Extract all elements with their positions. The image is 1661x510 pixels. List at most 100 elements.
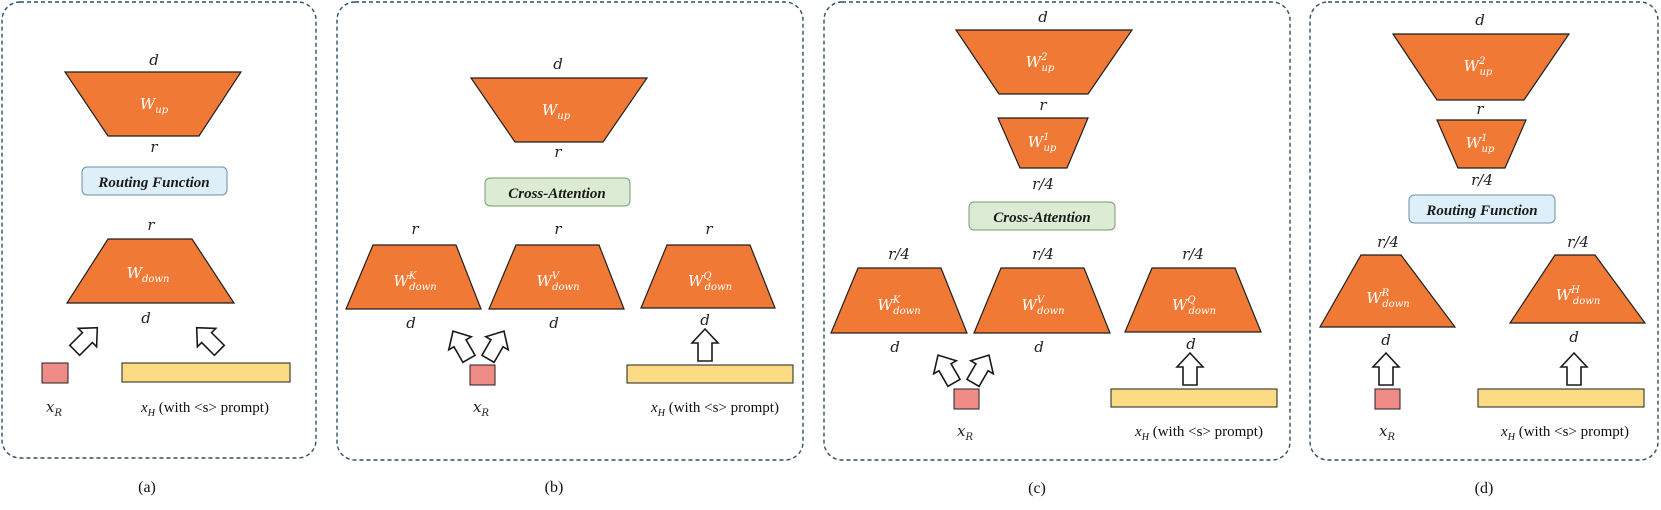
w-up2-top-dim: d: [1475, 11, 1485, 29]
w-down-h-trapezoid: [1508, 254, 1647, 324]
xr-label: xR: [1379, 422, 1395, 443]
w-up-trapezoid: [63, 71, 243, 137]
caption-c: (c): [1028, 480, 1046, 497]
cross-attention-box: [968, 201, 1116, 231]
xr-block: [41, 362, 69, 384]
panel-b-border: [336, 1, 804, 461]
xr-label: xR: [46, 398, 62, 419]
xh-label: xH (with <s> prompt): [140, 400, 269, 419]
panel-d-border: [1309, 1, 1659, 461]
xh-bar: [626, 364, 794, 384]
hollow-arrow-icon: [925, 347, 967, 391]
xr-label: xR: [473, 398, 489, 419]
routing-function-box: [1408, 194, 1556, 224]
w-down-v-top-dim: r/4: [1032, 245, 1054, 263]
xh-bar: [121, 362, 291, 383]
w-down-label: Wdown: [127, 264, 170, 285]
routing-function-label: Routing Function: [97, 175, 209, 191]
caption-a: (a): [138, 479, 156, 496]
w-up1-trapezoid: [997, 117, 1089, 169]
w-down-k-bottom-dim: d: [890, 338, 900, 356]
mid-dim: r: [1039, 96, 1047, 114]
routing-function-label: Routing Function: [1425, 203, 1537, 219]
caption-d: (d): [1475, 480, 1494, 497]
hollow-arrow-icon: [186, 317, 230, 361]
w-down-k-trapezoid: [345, 244, 482, 310]
w-up-top-dim: d: [149, 51, 159, 69]
w-down-k-trapezoid: [830, 267, 968, 334]
xh-label: xH (with <s> prompt): [1500, 424, 1629, 443]
w-down-trapezoid: [65, 238, 236, 304]
hollow-arrow-icon: [475, 323, 517, 367]
w-down-h-top-dim: r/4: [1567, 233, 1589, 251]
w-down-top-dim: r: [147, 216, 155, 234]
xh-label: xH (with <s> prompt): [650, 400, 779, 419]
w-up2-top-dim: d: [1038, 8, 1048, 26]
hollow-arrow-icon: [1560, 352, 1588, 386]
w-down-r-trapezoid: [1318, 254, 1457, 328]
xr-label: xR: [957, 422, 973, 443]
w-up-label: Wup: [542, 101, 571, 122]
w-down-k-bottom-dim: d: [406, 314, 416, 332]
panel-a: d Wup r Routing Function r Wdown d xR xH…: [1, 1, 317, 496]
w-down-r-top-dim: r/4: [1377, 233, 1399, 251]
xr-block: [1374, 388, 1401, 410]
w-down-q-bottom-dim: d: [1186, 335, 1196, 353]
w-up-bottom-dim: r: [150, 138, 158, 156]
w-down-bottom-dim: d: [141, 309, 151, 327]
w-up-trapezoid: [469, 77, 649, 143]
w-up2-trapezoid: [954, 29, 1134, 95]
w-up1-bottom-dim: r/4: [1032, 175, 1054, 193]
w-down-v-bottom-dim: d: [1034, 338, 1044, 356]
cross-attention-label: Cross-Attention: [993, 210, 1091, 226]
xh-bar: [1477, 388, 1645, 408]
w-down-v-trapezoid: [973, 267, 1111, 334]
hollow-arrow-icon: [440, 323, 482, 367]
hollow-arrow-icon: [960, 347, 1002, 391]
w-up-bottom-dim: r: [554, 143, 562, 161]
w-up1-trapezoid: [1436, 119, 1527, 169]
w-down-q-trapezoid: [640, 244, 776, 309]
cross-attention-label: Cross-Attention: [508, 186, 606, 202]
xh-bar: [1110, 388, 1278, 408]
w-down-q-trapezoid: [1124, 267, 1262, 333]
w-up2-trapezoid: [1391, 33, 1571, 101]
panel-a-border: [1, 1, 317, 459]
w-up-top-dim: d: [553, 55, 563, 73]
w-down-r-bottom-dim: d: [1381, 331, 1391, 349]
hollow-arrow-icon: [1176, 352, 1204, 386]
w-down-h-bottom-dim: d: [1569, 328, 1579, 346]
w-down-v-top-dim: r: [554, 220, 562, 238]
w-down-v-trapezoid: [488, 244, 625, 310]
cross-attention-box: [484, 177, 631, 207]
w-up-label: Wup: [140, 95, 169, 116]
w-down-q-top-dim: r/4: [1182, 245, 1204, 263]
panel-c-border: [823, 1, 1291, 461]
w-down-q-bottom-dim: d: [700, 311, 710, 329]
caption-b: (b): [545, 479, 564, 496]
xh-label: xH (with <s> prompt): [1134, 424, 1263, 443]
w-down-k-top-dim: r: [411, 220, 419, 238]
xr-block: [469, 364, 496, 386]
mid-dim: r: [1476, 100, 1484, 118]
routing-function-box: [81, 166, 228, 196]
hollow-arrow-icon: [691, 328, 719, 362]
xr-block: [953, 388, 980, 410]
w-down-k-top-dim: r/4: [888, 245, 910, 263]
w-down-q-top-dim: r: [705, 220, 713, 238]
w-down-v-bottom-dim: d: [549, 314, 559, 332]
